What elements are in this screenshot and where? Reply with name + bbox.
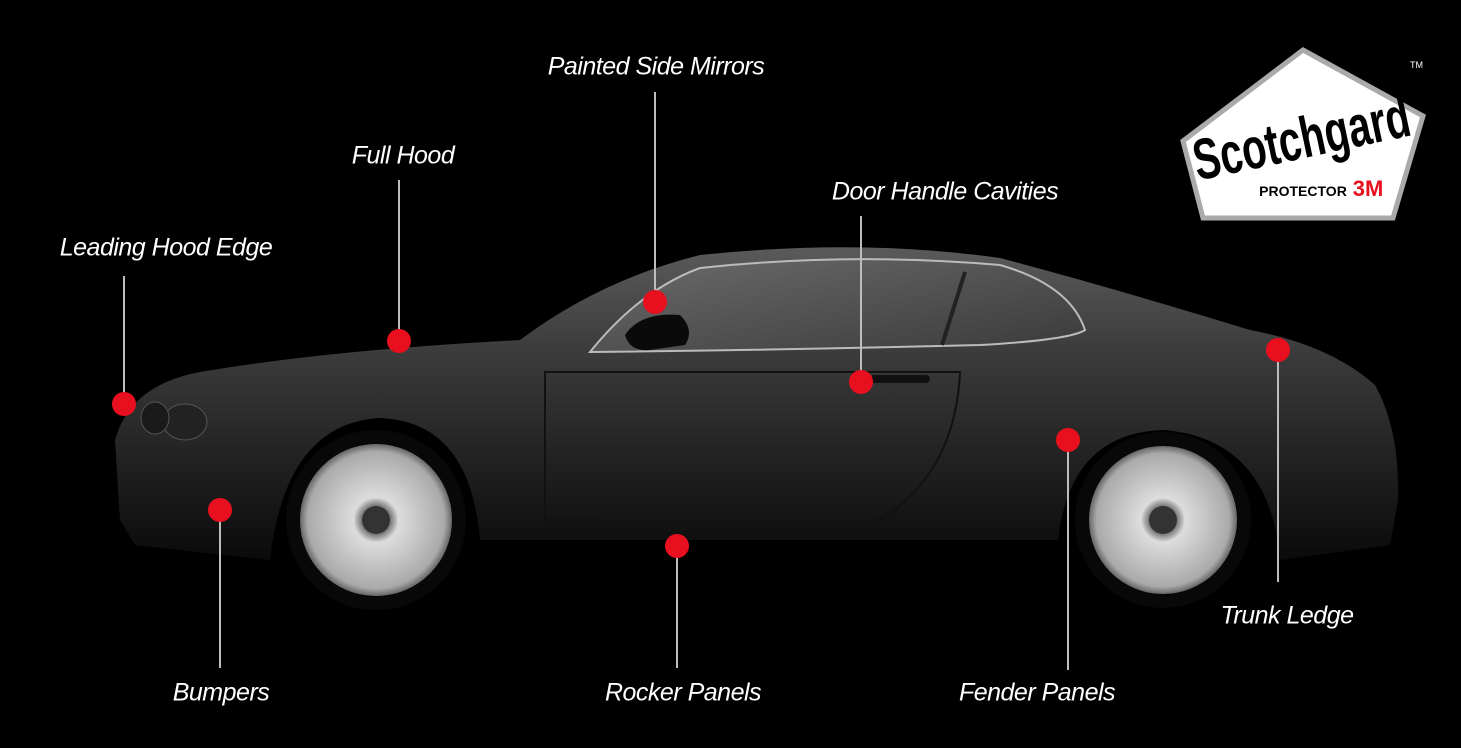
rear-wheel	[1075, 432, 1251, 608]
marker-dot-trunk-ledge	[1266, 338, 1290, 362]
svg-text:PROTECTOR: PROTECTOR	[1259, 183, 1347, 199]
marker-dot-fender-panels	[1056, 428, 1080, 452]
callout-label-rocker-panels: Rocker Panels	[604, 678, 762, 707]
callout-label-full-hood: Full Hood	[351, 141, 455, 170]
marker-dot-door-handle-cavities	[849, 370, 873, 394]
callout-label-leading-hood-edge: Leading Hood Edge	[59, 233, 273, 262]
callout-label-painted-side-mirrors: Painted Side Mirrors	[547, 52, 765, 81]
car-silhouette	[115, 247, 1399, 560]
callout-label-door-handle-cavities: Door Handle Cavities	[831, 177, 1059, 206]
marker-dot-rocker-panels	[665, 534, 689, 558]
svg-text:TM: TM	[1410, 60, 1423, 70]
callout-label-trunk-ledge: Trunk Ledge	[1220, 601, 1354, 630]
marker-dot-painted-side-mirrors	[643, 290, 667, 314]
callout-label-bumpers: Bumpers	[172, 678, 270, 707]
marker-dot-bumpers	[208, 498, 232, 522]
scotchgard-3m-logo: Scotchgard PROTECTOR 3M TM	[1180, 47, 1426, 221]
front-wheel	[286, 430, 466, 610]
callout-label-fender-panels: Fender Panels	[958, 678, 1116, 707]
marker-dot-leading-hood-edge	[112, 392, 136, 416]
marker-dot-full-hood	[387, 329, 411, 353]
svg-text:3M: 3M	[1353, 176, 1384, 201]
